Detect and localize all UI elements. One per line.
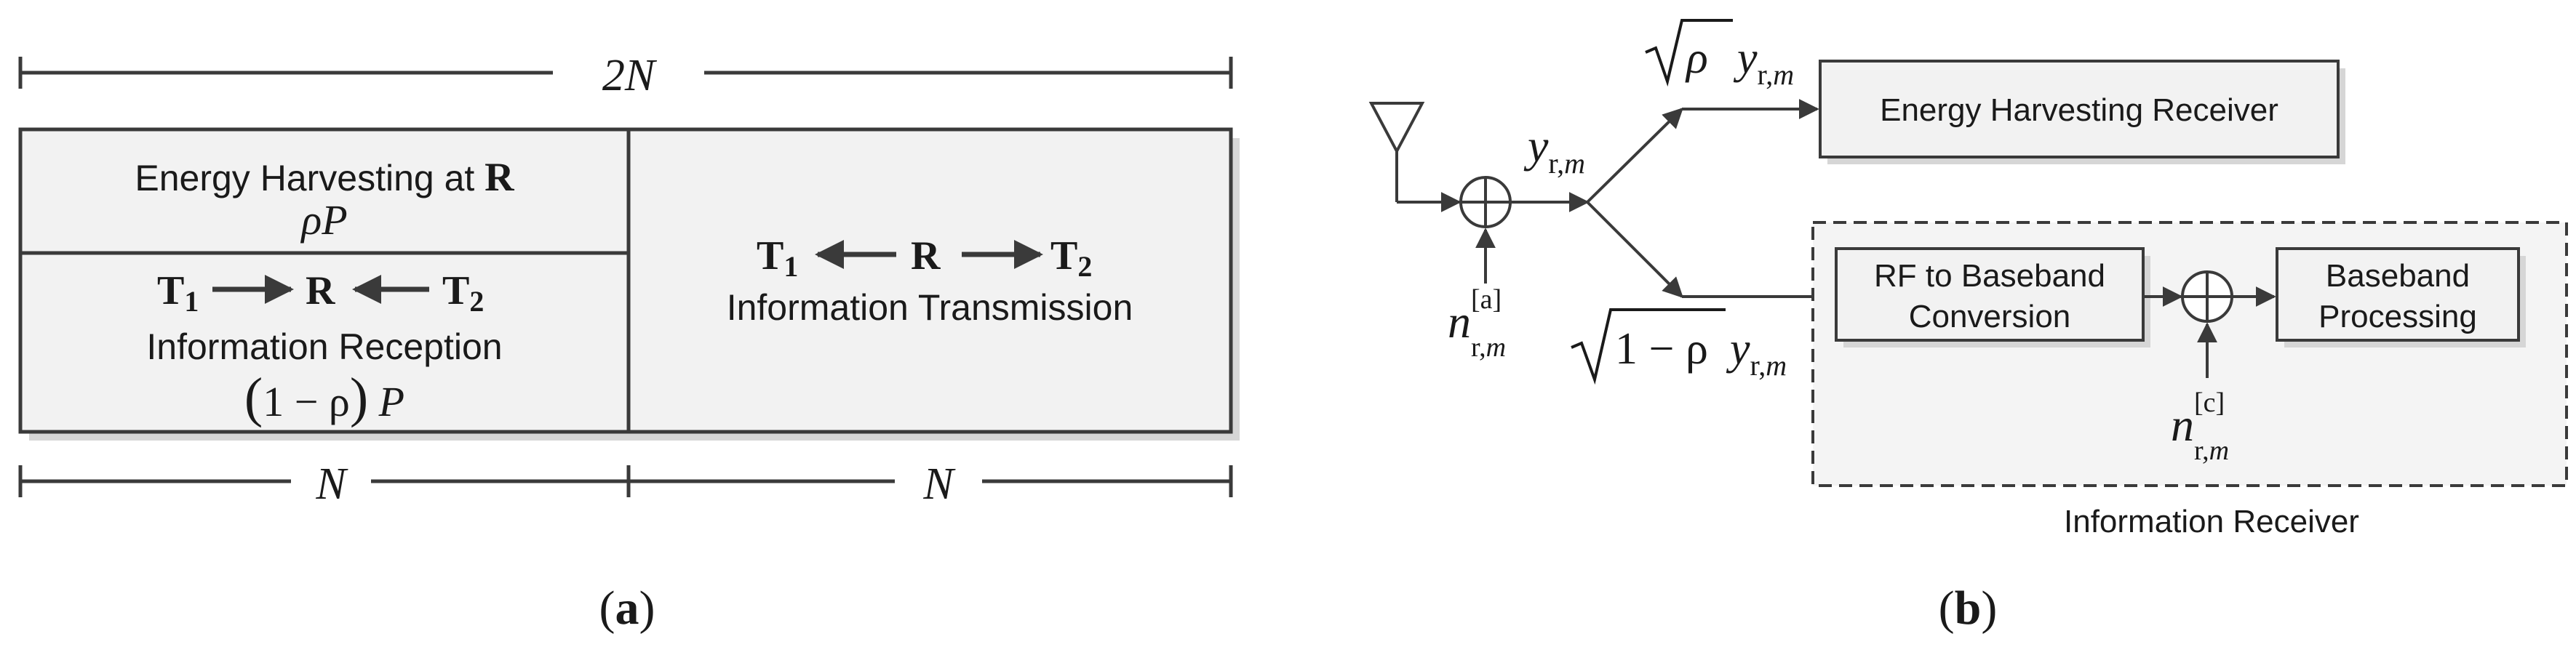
sqrt-rho-label: ρ yr,m [1645, 19, 1794, 91]
information-reception-label: Information Reception [146, 326, 502, 367]
y-label: yr,m [1523, 120, 1585, 180]
svg-text:r,m: r,m [2194, 435, 2229, 466]
energy-harvesting-receiver-box [1819, 60, 2340, 158]
reception-flow: T1 R T2 [157, 268, 484, 318]
reception-t2: T2 [442, 268, 484, 318]
noise-c-label: n [c] r,m [2171, 387, 2229, 466]
adder-a-icon [1459, 176, 1512, 228]
caption-b: (b) [1939, 582, 1998, 635]
span-n-right: N [626, 459, 1233, 509]
energy-power: ρP [300, 196, 347, 244]
branch-lower [1586, 201, 1683, 298]
svg-text:yr,m: yr,m [1733, 33, 1794, 91]
svg-text:n: n [2171, 399, 2194, 451]
svg-text:ρ: ρ [1685, 33, 1708, 83]
caption-a: (a) [599, 582, 655, 635]
svg-text:yr,m: yr,m [1726, 324, 1787, 382]
span-2n: 2N [18, 51, 1233, 100]
reception-power: (1 − ρ) P [244, 367, 404, 428]
baseband-processing-box [2276, 247, 2520, 342]
span-2n-label: 2N [602, 51, 658, 100]
frame-reception [18, 251, 631, 434]
svg-text:r,m: r,m [1471, 332, 1506, 363]
svg-text:1 − ρ: 1 − ρ [1615, 324, 1708, 374]
span-n-left-label: N [315, 459, 348, 509]
transmission-r: R [911, 233, 941, 278]
antenna-icon [1368, 102, 1462, 212]
transmission-t1: T1 [757, 233, 798, 283]
rf-conversion-label-1: RF to Baseband [1874, 258, 2105, 294]
sqrt-one-minus-rho-label: 1 − ρ yr,m [1571, 308, 1787, 385]
span-n-right-label: N [922, 459, 956, 509]
information-receiver-label: Information Receiver [2064, 504, 2359, 539]
panel-a: 2N Energy Harvesting at R ρP T1 R T2 Inf… [18, 51, 1240, 635]
span-n-left: N [18, 459, 627, 509]
baseband-processing-label-2: Processing [2318, 299, 2477, 334]
svg-text:[a]: [a] [1471, 284, 1502, 315]
energy-harvesting-receiver-label: Energy Harvesting Receiver [1880, 92, 2278, 128]
svg-text:[c]: [c] [2194, 387, 2225, 418]
branch-upper [1586, 108, 1683, 204]
reception-r: R [306, 268, 335, 313]
rf-conversion-box [1835, 247, 2145, 342]
noise-a-label: n [a] r,m [1448, 284, 1506, 363]
adder-c-icon [2181, 270, 2233, 323]
information-transmission-label: Information Transmission [727, 287, 1133, 328]
transmission-t2: T2 [1050, 233, 1092, 283]
svg-text:n: n [1448, 296, 1471, 347]
transmission-flow: T1 R T2 [757, 233, 1092, 283]
rf-conversion-label-2: Conversion [1909, 299, 2071, 334]
panel-b: yr,m ρ yr,m 1 − ρ yr,m n [a] r,m Energy … [1368, 19, 2568, 635]
frame-transmission [626, 127, 1233, 434]
baseband-processing-label-1: Baseband [2326, 258, 2470, 294]
reception-t1: T1 [157, 268, 199, 318]
energy-harvesting-label: Energy Harvesting at R [135, 155, 514, 200]
